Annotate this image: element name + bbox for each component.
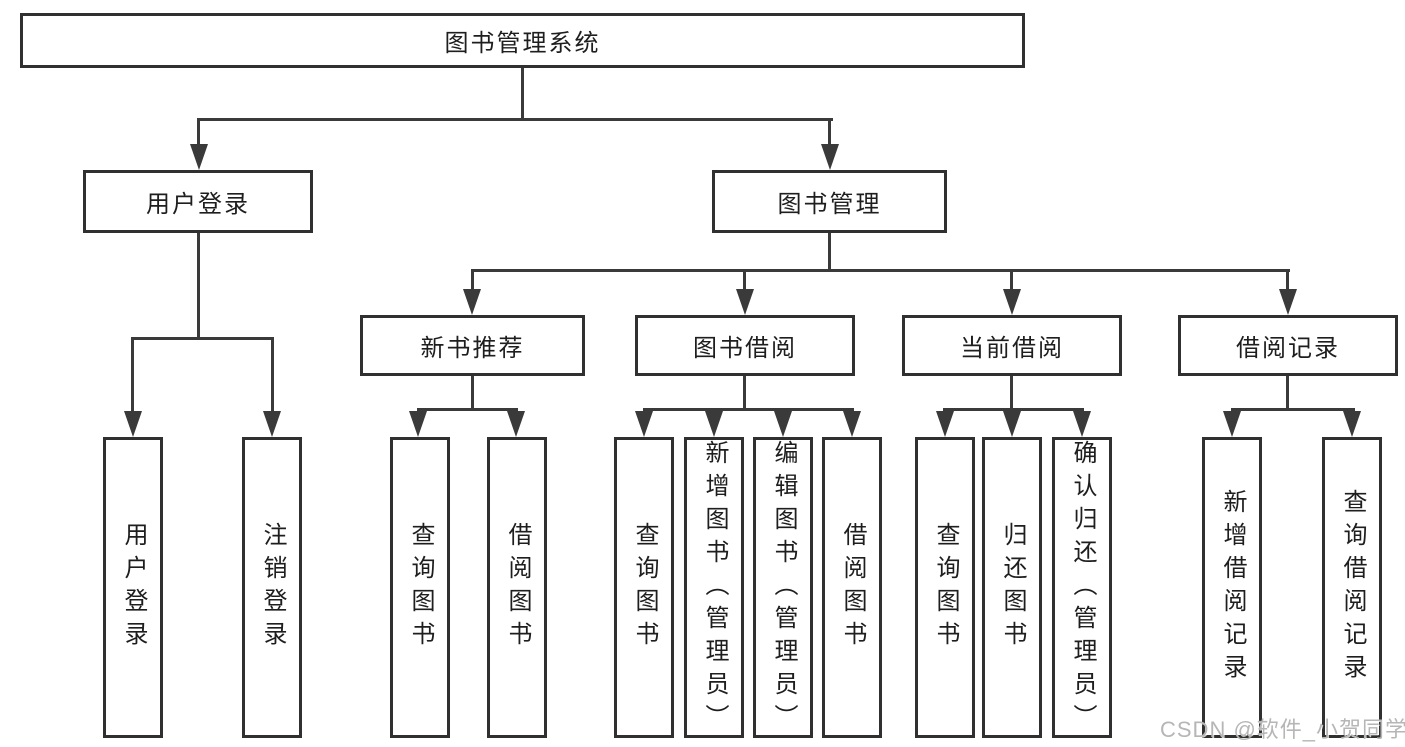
leaf-add-books-admin-label: 新增图书（管理员） <box>701 440 728 737</box>
arrowhead-to-current-borrowing <box>1003 289 1021 315</box>
connector-book-management-stem <box>828 121 831 144</box>
leaf-logout: 注销登录 <box>242 437 302 738</box>
leaf-search-borrow-record-label: 查询借阅记录 <box>1339 488 1366 687</box>
arrowhead-g2-leaf1 <box>635 411 653 437</box>
leaf-return-books-label: 归还图书 <box>999 521 1026 654</box>
leaf-borrow-books-1: 借阅图书 <box>487 437 547 738</box>
arrowhead-to-leaf-logout <box>263 411 281 437</box>
leaf-search-books-1-label: 查询图书 <box>407 521 434 654</box>
connector-leaf-logout-stem <box>271 340 274 411</box>
leaf-borrow-books-2-label: 借阅图书 <box>839 521 866 654</box>
connector-level2-rail <box>197 118 833 121</box>
connector-g2-rail <box>643 408 854 411</box>
arrowhead-to-new-book-recommendation <box>463 289 481 315</box>
arrowhead-g2-leaf4 <box>843 411 861 437</box>
leaf-user-login-label: 用户登录 <box>120 521 147 654</box>
connector-book-management-down <box>828 233 831 272</box>
node-new-book-recommendation: 新书推荐 <box>360 315 585 376</box>
connector-g3-down <box>1010 376 1013 411</box>
leaf-return-books: 归还图书 <box>982 437 1042 738</box>
connector-user-login-rail <box>131 337 274 340</box>
connector-current-borrowing-stem <box>1010 272 1013 289</box>
node-library-management-system: 图书管理系统 <box>20 13 1025 68</box>
arrowhead-to-leaf-user-login <box>124 411 142 437</box>
connector-book-borrowing-stem <box>743 272 746 289</box>
connector-new-book-stem <box>471 272 474 289</box>
arrowhead-to-borrowing-records <box>1279 289 1297 315</box>
leaf-search-books-2-label: 查询图书 <box>631 521 658 654</box>
leaf-edit-books-admin-label: 编辑图书（管理员） <box>770 440 797 737</box>
connector-leaf-user-login-stem <box>131 340 134 411</box>
arrowhead-g1-leaf2 <box>507 411 525 437</box>
arrowhead-g3-leaf3 <box>1073 411 1091 437</box>
connector-g1-rail <box>417 408 518 411</box>
arrowhead-to-book-management <box>821 144 839 170</box>
arrowhead-g3-leaf1 <box>936 411 954 437</box>
leaf-confirm-return-admin-label: 确认归还（管理员） <box>1069 440 1096 737</box>
arrowhead-to-user-login <box>190 144 208 170</box>
arrowhead-to-book-borrowing <box>736 289 754 315</box>
arrowhead-g4-leaf1 <box>1223 411 1241 437</box>
node-current-borrowing: 当前借阅 <box>902 315 1122 376</box>
leaf-search-books-3-label: 查询图书 <box>932 521 959 654</box>
connector-g3-rail <box>943 408 1084 411</box>
node-user-login: 用户登录 <box>83 170 313 233</box>
node-book-borrowing: 图书借阅 <box>635 315 855 376</box>
arrowhead-g2-leaf2 <box>705 411 723 437</box>
node-borrowing-records: 借阅记录 <box>1178 315 1398 376</box>
leaf-borrow-books-2: 借阅图书 <box>822 437 882 738</box>
connector-root-stem <box>521 68 524 121</box>
connector-g4-down <box>1286 376 1289 411</box>
arrowhead-g4-leaf2 <box>1343 411 1361 437</box>
leaf-search-books-2: 查询图书 <box>614 437 674 738</box>
leaf-add-borrow-record-label: 新增借阅记录 <box>1219 488 1246 687</box>
connector-user-login-stem <box>197 121 200 144</box>
leaf-search-books-3: 查询图书 <box>915 437 975 738</box>
connector-g2-down <box>743 376 746 411</box>
leaf-edit-books-admin: 编辑图书（管理员） <box>753 437 813 738</box>
arrowhead-g3-leaf2 <box>1003 411 1021 437</box>
arrowhead-g2-leaf3 <box>774 411 792 437</box>
leaf-search-books-1: 查询图书 <box>390 437 450 738</box>
leaf-logout-label: 注销登录 <box>259 521 286 654</box>
leaf-add-books-admin: 新增图书（管理员） <box>684 437 744 738</box>
leaf-add-borrow-record: 新增借阅记录 <box>1202 437 1262 738</box>
connector-borrowing-records-stem <box>1286 272 1289 289</box>
csdn-watermark: CSDN @软件_小贺同学 <box>1160 717 1405 742</box>
arrowhead-g1-leaf1 <box>409 411 427 437</box>
connector-level3-rail <box>471 269 1290 272</box>
leaf-borrow-books-1-label: 借阅图书 <box>504 521 531 654</box>
connector-user-login-down <box>197 233 200 340</box>
leaf-user-login: 用户登录 <box>103 437 163 738</box>
leaf-confirm-return-admin: 确认归还（管理员） <box>1052 437 1112 738</box>
connector-g4-rail <box>1231 408 1355 411</box>
leaf-search-borrow-record: 查询借阅记录 <box>1322 437 1382 738</box>
node-book-management: 图书管理 <box>712 170 947 233</box>
connector-g1-down <box>471 376 474 411</box>
